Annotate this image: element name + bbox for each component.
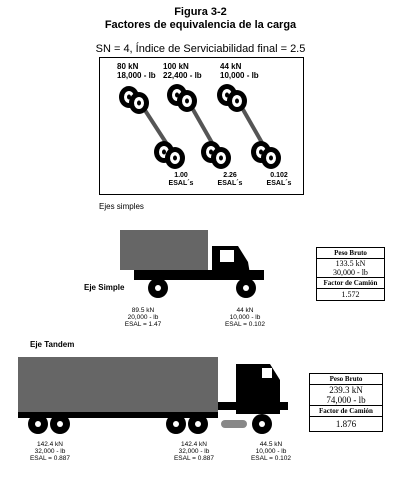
- simple-truck-table: Peso Bruto 133.5 kN 30,000 - lb Factor d…: [316, 247, 385, 301]
- tandem-drive-esal: ESAL = 0.887: [173, 455, 215, 462]
- tandem-table-factor: 1.876: [335, 419, 357, 429]
- tandem-front-lb: 10,000 - lb: [255, 448, 287, 455]
- simple-truck-drawing: [120, 230, 264, 298]
- axle-3-esal-unit: ESAL´s: [266, 180, 292, 187]
- axle-3-esal-value: 0.102: [270, 172, 288, 179]
- simple-table-factor: 1.572: [341, 290, 360, 299]
- tandem-front-esal: ESAL = 0.102: [250, 455, 292, 462]
- axle-2-esal-unit: ESAL´s: [217, 180, 243, 187]
- axle-drawings: [119, 84, 281, 169]
- tandem-front-axle-load: 44.5 kN 10,000 - lb ESAL = 0.102: [240, 441, 302, 462]
- tandem-drive-lb: 32,000 - lb: [178, 448, 210, 455]
- tandem-truck-drawing: [18, 357, 288, 434]
- axle-3-esal: 0.102 ESAL´s: [264, 172, 294, 188]
- section-simple-heading: Ejes simples: [99, 202, 144, 211]
- figure-title: Factores de equivalencia de la carga: [104, 19, 297, 31]
- simple-table-header: Peso Bruto: [317, 248, 384, 259]
- simple-front-kn: 44 kN: [236, 307, 254, 314]
- eje-simple-label: Eje Simple: [84, 283, 125, 292]
- simple-table-lb: 30,000 - lb: [317, 268, 384, 278]
- tandem-front-kn: 44.5 kN: [259, 441, 283, 448]
- tandem-drive-kn: 142.4 kN: [180, 441, 208, 448]
- simple-front-esal: ESAL = 0.102: [224, 321, 266, 328]
- condition-line: SN = 4, Índice de Serviciabilidad final …: [95, 43, 306, 55]
- axle-1-lb: 18,000 - lb: [117, 71, 156, 80]
- axle-3-load: 44 kN 10,000 - lb: [220, 62, 259, 80]
- section-tandem-heading: Eje Tandem: [30, 340, 75, 349]
- axle-1-load: 80 kN 18,000 - lb: [117, 62, 156, 80]
- tandem-table-kn: 239.3 kN: [329, 385, 363, 395]
- axle-1-esal-value: 1.00: [174, 172, 188, 179]
- simple-rear-esal: ESAL = 1.47: [124, 321, 162, 328]
- tandem-trailer-kn: 142.4 kN: [36, 441, 64, 448]
- axle-1-esal: 1.00 ESAL´s: [166, 172, 196, 188]
- simple-rear-lb: 20,000 - lb: [127, 314, 159, 321]
- axle-3-kn: 44 kN: [220, 62, 242, 71]
- simple-front-lb: 10,000 - lb: [229, 314, 261, 321]
- simple-table-kn: 133.5 kN: [335, 259, 366, 268]
- axle-2-drawing: [167, 84, 231, 169]
- axle-1-kn: 80 kN: [117, 62, 139, 71]
- tandem-drive-axle-load: 142.4 kN 32,000 - lb ESAL = 0.887: [166, 441, 222, 462]
- tandem-trailer-axle-load: 142.4 kN 32,000 - lb ESAL = 0.887: [22, 441, 78, 462]
- simple-rear-axle-load: 89.5 kN 20,000 - lb ESAL = 1.47: [115, 307, 171, 328]
- tandem-trailer-esal: ESAL = 0.887: [29, 455, 71, 462]
- axle-1-esal-unit: ESAL´s: [168, 180, 194, 187]
- axle-1-drawing: [119, 86, 185, 169]
- axle-3-drawing: [217, 84, 281, 169]
- tandem-trailer-lb: 32,000 - lb: [34, 448, 66, 455]
- axle-comparison-box: [99, 57, 304, 195]
- simple-table-factor-label: Factor de Camión: [317, 278, 384, 289]
- simple-rear-kn: 89.5 kN: [131, 307, 155, 314]
- figure-label: Figura 3-2: [174, 6, 227, 18]
- tandem-truck-table: Peso Bruto 239.3 kN 74,000 - lb Factor d…: [309, 373, 383, 432]
- axle-2-load: 100 kN 22,400 - lb: [163, 62, 202, 80]
- tandem-table-header: Peso Bruto: [310, 374, 382, 385]
- axle-2-esal-value: 2.26: [223, 172, 237, 179]
- axle-2-esal: 2.26 ESAL´s: [215, 172, 245, 188]
- axle-3-lb: 10,000 - lb: [220, 71, 259, 80]
- axle-2-kn: 100 kN: [163, 62, 189, 71]
- axle-2-lb: 22,400 - lb: [163, 71, 202, 80]
- simple-front-axle-load: 44 kN 10,000 - lb ESAL = 0.102: [215, 307, 275, 328]
- tandem-table-factor-label: Factor de Camión: [310, 406, 382, 417]
- tandem-table-lb: 74,000 - lb: [310, 395, 382, 406]
